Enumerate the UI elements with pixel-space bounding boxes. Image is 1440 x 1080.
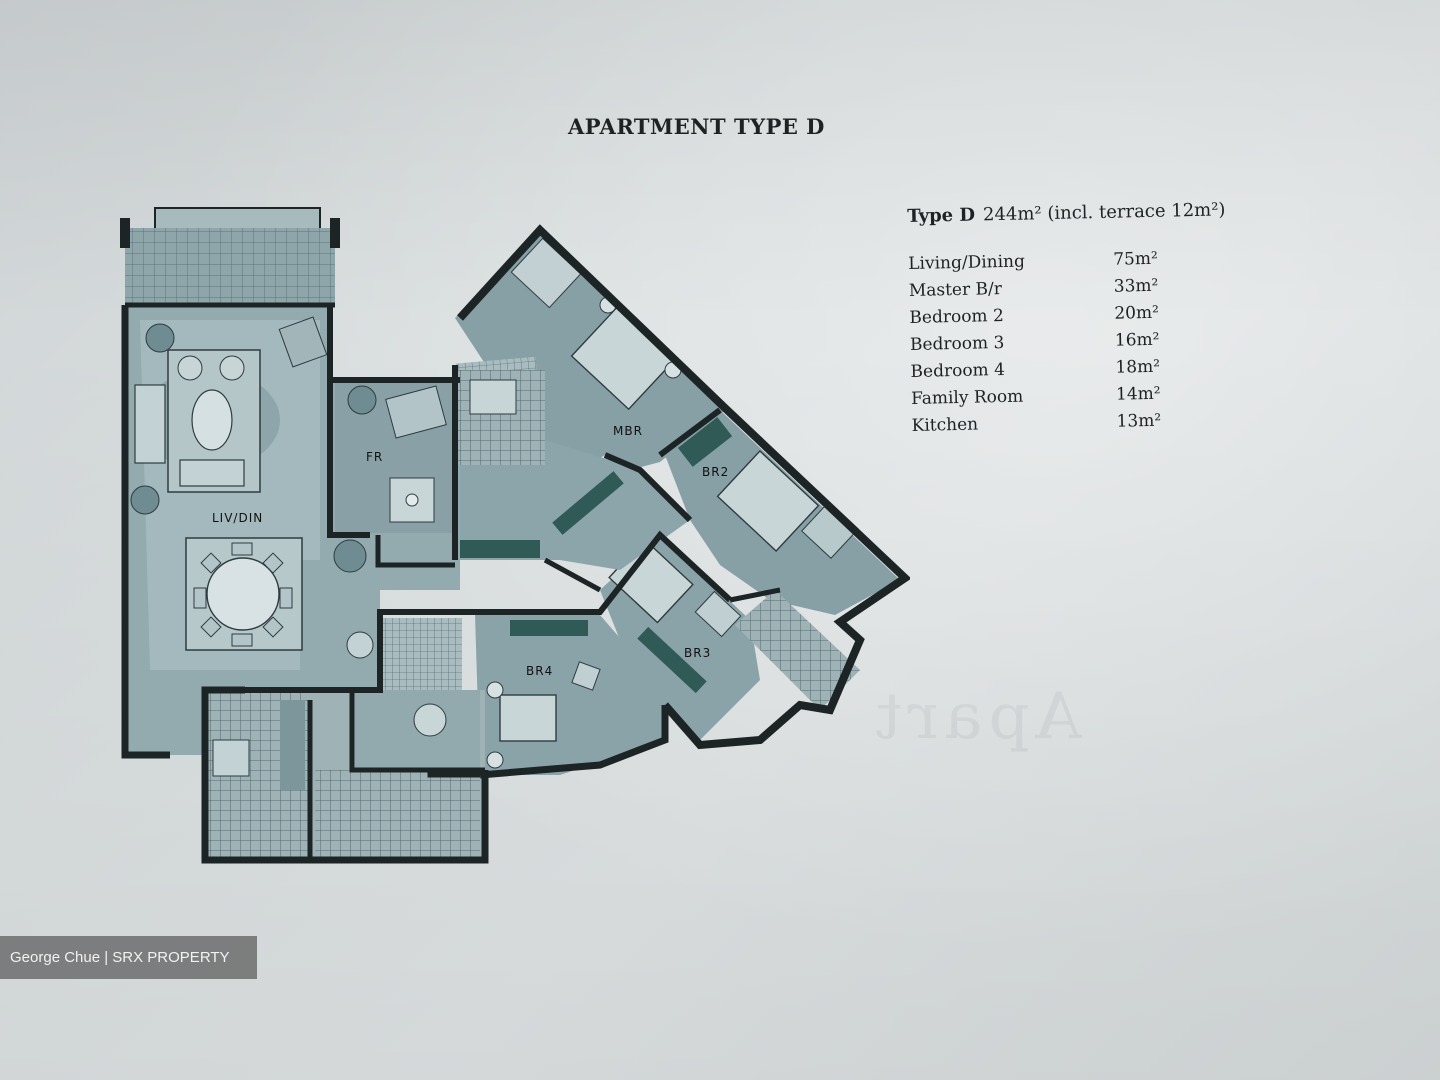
room-area: 14m² — [1115, 383, 1161, 405]
room-name: Family Room — [910, 386, 1024, 409]
family-room — [335, 378, 457, 533]
common-bathroom — [455, 370, 545, 465]
room-name: Bedroom 2 — [909, 305, 1004, 328]
room-name: Living/Dining — [908, 251, 1026, 274]
area-summary-header: Type D 244m² (incl. terrace 12m²) — [907, 197, 1327, 227]
area-table: Living/Dining 75m² Master B/r 33m² Bedroom… — [908, 244, 1212, 439]
room-area: 20m² — [1114, 302, 1160, 324]
watermark: George Chue | SRX PROPERTY — [0, 936, 257, 979]
room-name: Kitchen — [911, 414, 979, 436]
label-br2: BR2 — [702, 465, 729, 479]
kitchen — [205, 618, 485, 860]
area-row: Kitchen 13m² — [911, 406, 1211, 439]
terrace — [120, 207, 340, 306]
room-area: 75m² — [1113, 248, 1159, 270]
label-br4: BR4 — [526, 664, 553, 678]
room-name: Bedroom 3 — [909, 332, 1005, 355]
label-mbr: MBR — [613, 424, 643, 438]
room-area: 16m² — [1114, 329, 1160, 351]
room-area: 13m² — [1116, 410, 1162, 432]
type-label: Type D — [907, 204, 976, 227]
bedroom-4 — [475, 615, 665, 775]
floor-plan: LIV/DIN FR MBR BR2 BR3 BR4 — [120, 207, 910, 864]
total-area: 244m² (incl. terrace 12m²) — [982, 199, 1226, 226]
room-name: Bedroom 4 — [910, 359, 1006, 382]
label-br3: BR3 — [684, 646, 711, 660]
bedroom-2 — [665, 410, 900, 615]
walls — [121, 224, 910, 864]
room-area: 33m² — [1113, 275, 1159, 297]
room-name: Master B/r — [908, 278, 1003, 301]
room-area: 18m² — [1115, 356, 1161, 378]
hallway — [460, 440, 690, 570]
label-livdin: LIV/DIN — [212, 511, 263, 525]
bathroom-br2-br3 — [735, 590, 860, 710]
label-fr: FR — [366, 450, 383, 464]
page-title: APARTMENT TYPE D — [568, 114, 825, 139]
